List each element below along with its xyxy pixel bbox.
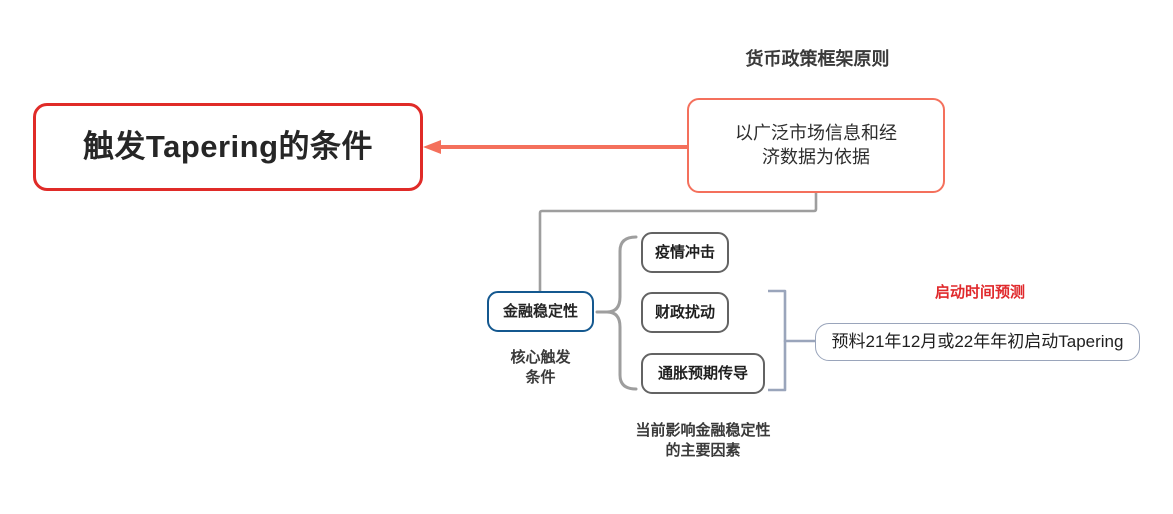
node-forecast-tapering-timing[interactable]: 预料21年12月或22年年初启动Tapering xyxy=(815,323,1140,361)
caption-core-trigger-condition: 核心触发 条件 xyxy=(510,349,571,386)
node-root-trigger-conditions[interactable]: 触发Tapering的条件 xyxy=(33,103,423,191)
node-principle-market-info[interactable]: 以广泛市场信息和经 济数据为依据 xyxy=(687,98,945,193)
node-principle-label: 以广泛市场信息和经 济数据为依据 xyxy=(735,123,897,167)
caption-launch-time-forecast: 启动时间预测 xyxy=(934,284,1025,301)
node-factor-0-label: 疫情冲击 xyxy=(654,243,715,261)
node-forecast-label: 预料21年12月或22年年初启动Tapering xyxy=(831,332,1124,352)
caption-monetary-policy-framework: 货币政策框架原则 xyxy=(745,49,890,69)
node-financial-stability-label: 金融稳定性 xyxy=(502,302,578,320)
node-factor-2-label: 通胀预期传导 xyxy=(657,364,748,382)
bracket-factors-to-forecast xyxy=(768,289,787,392)
node-financial-stability[interactable]: 金融稳定性 xyxy=(487,291,594,332)
caption-main-factors: 当前影响金融稳定性 的主要因素 xyxy=(635,422,771,459)
node-factor-1-label: 财政扰动 xyxy=(654,303,715,321)
node-factor-epidemic-impact[interactable]: 疫情冲击 xyxy=(641,232,729,273)
node-root-label: 触发Tapering的条件 xyxy=(82,129,374,165)
node-factor-fiscal-disturbance[interactable]: 财政扰动 xyxy=(641,292,729,333)
arrow-head-root xyxy=(423,140,441,154)
node-factor-inflation-expectation[interactable]: 通胀预期传导 xyxy=(641,353,765,394)
brace-stability-to-factors xyxy=(606,235,638,391)
